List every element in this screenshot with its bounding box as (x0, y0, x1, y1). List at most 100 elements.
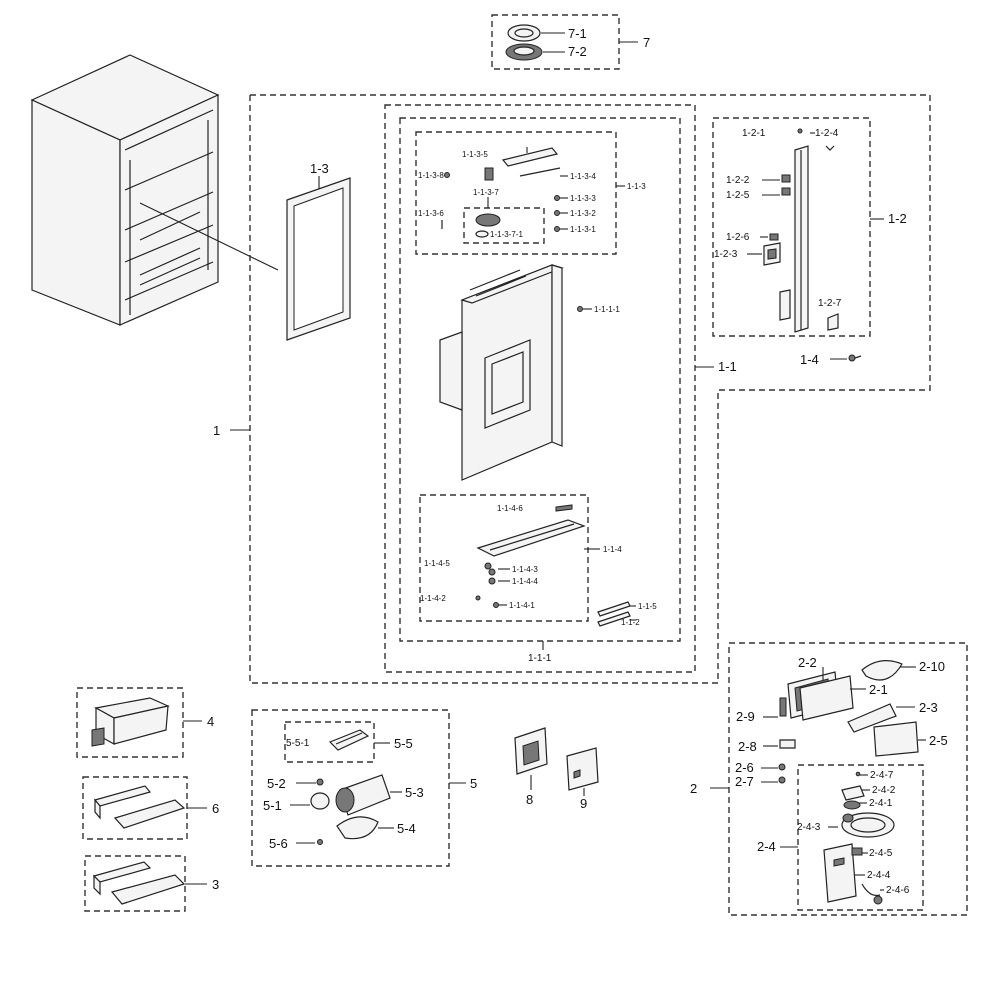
label-1-2-6: 1-2-6 (726, 232, 750, 243)
ice-maker-harness-2-4-6 (861, 883, 883, 905)
group-box-5-5 (284, 721, 375, 763)
label-1-3: 1-3 (310, 161, 329, 176)
auger-blade-5-4 (336, 816, 379, 840)
group-box-1-1-3-7 (463, 207, 545, 244)
label-1-1-4-5: 1-1-4-5 (424, 559, 450, 568)
label-2-4-7: 2-4-7 (870, 770, 894, 781)
label-1-1-3-5: 1-1-3-5 (462, 150, 488, 159)
label-1-2-1: 1-2-1 (742, 128, 766, 139)
label-1-1-4-4: 1-1-4-4 (512, 577, 538, 586)
label-1-1-3-4: 1-1-3-4 (570, 172, 596, 181)
label-3: 3 (212, 877, 219, 892)
label-7-2: 7-2 (568, 44, 587, 59)
part-8 (514, 727, 548, 775)
dispenser-lever-1-1-3-4 (484, 147, 561, 181)
label-7: 7 (643, 35, 650, 50)
ice-maker-tray-2-4-3 (841, 812, 895, 838)
label-6: 6 (212, 801, 219, 816)
label-1-1-2: 1-1-2 (621, 618, 640, 627)
label-2-2: 2-2 (798, 655, 817, 670)
label-9: 9 (580, 796, 587, 811)
dispenser-tray-1-1-4 (476, 519, 586, 557)
label-2-4-3: 2-4-3 (797, 822, 821, 833)
label-8: 8 (526, 792, 533, 807)
group-box-1-1-1 (399, 117, 681, 642)
ice-tray-base-7-2 (505, 43, 543, 61)
label-1-1-4-2: 1-1-4-2 (420, 594, 446, 603)
label-1-1: 1-1 (718, 359, 737, 374)
label-1-1-3-7: 1-1-3-7 (473, 188, 499, 197)
label-1-1-3-3: 1-1-3-3 (570, 194, 596, 203)
label-1: 1 (213, 423, 220, 438)
label-1-1-4-3: 1-1-4-3 (512, 565, 538, 574)
label-2-1: 2-1 (869, 682, 888, 697)
label-2-4-1: 2-4-1 (869, 798, 893, 809)
label-5-6: 5-6 (269, 836, 288, 851)
label-2-5: 2-5 (929, 733, 948, 748)
label-1-1-5: 1-1-5 (638, 602, 657, 611)
label-1-1-3-7-1: 1-1-3-7-1 (490, 230, 523, 239)
label-5-4: 5-4 (397, 821, 416, 836)
label-2-3: 2-3 (919, 700, 938, 715)
door-guard-3 (92, 861, 186, 905)
label-1-2: 1-2 (888, 211, 907, 226)
ice-maker-motor-2-4-1 (843, 800, 861, 810)
group-box-1-1-3 (415, 131, 617, 255)
label-2-9: 2-9 (736, 709, 755, 724)
label-2-10: 2-10 (919, 659, 945, 674)
label-2-4: 2-4 (757, 839, 776, 854)
label-5-3: 5-3 (405, 785, 424, 800)
label-1-2-5: 1-2-5 (726, 190, 750, 201)
group-box-2-4 (797, 764, 924, 911)
refrigerator-cabinet (30, 54, 279, 326)
label-1-1-4: 1-1-4 (603, 545, 622, 554)
group-box-3 (84, 855, 186, 912)
group-box-2 (728, 642, 968, 916)
label-2-8: 2-8 (738, 739, 757, 754)
group-box-1 (249, 94, 931, 684)
group-box-1-2 (712, 117, 871, 337)
label-7-1: 7-1 (568, 26, 587, 41)
label-5: 5 (470, 776, 477, 791)
label-2-4-5: 2-4-5 (869, 848, 893, 859)
label-2-4-6: 2-4-6 (886, 885, 910, 896)
label-1-1-3-8: 1-1-3-8 (418, 171, 444, 180)
group-box-5 (251, 709, 450, 867)
label-1-1-1: 1-1-1 (528, 653, 552, 664)
label-1-2-7: 1-2-7 (818, 298, 842, 309)
label-5-5-1: 5-5-1 (286, 738, 310, 749)
label-4: 4 (207, 714, 214, 729)
label-1-2-3: 1-2-3 (714, 249, 738, 260)
label-5-5: 5-5 (394, 736, 413, 751)
label-2-7: 2-7 (735, 774, 754, 789)
label-1-1-3-2: 1-1-3-2 (570, 209, 596, 218)
motor-mount-5-1 (310, 792, 330, 810)
ice-bucket-guide-2-10 (861, 660, 903, 681)
hinge-1-2-3 (763, 242, 781, 266)
label-1-2-4: 1-2-4 (815, 128, 839, 139)
label-1-1-3-6: 1-1-3-6 (418, 209, 444, 218)
label-2-4-2: 2-4-2 (872, 785, 896, 796)
ice-route-5-5-1 (328, 729, 370, 751)
door-gasket-1-3 (286, 177, 351, 341)
door-handle-bracket-1-2 (794, 145, 809, 333)
door-panel-1-1-1 (439, 264, 564, 481)
label-1-4: 1-4 (800, 352, 819, 367)
label-2-4-4: 2-4-4 (867, 870, 891, 881)
door-bin-4 (91, 697, 170, 747)
ice-tray-cover-7-1 (507, 24, 541, 42)
label-5-2: 5-2 (267, 776, 286, 791)
group-box-4 (76, 687, 184, 758)
auger-motor-5-3 (335, 774, 391, 816)
screw-1-4 (848, 354, 862, 362)
filter-cover-1-1-5 (597, 601, 631, 627)
label-5-1: 5-1 (263, 798, 282, 813)
door-shelf-6 (93, 785, 186, 829)
label-1-1-4-6: 1-1-4-6 (497, 504, 523, 513)
label-1-1-3: 1-1-3 (627, 182, 646, 191)
label-1-1-4-1: 1-1-4-1 (509, 601, 535, 610)
label-1-1-1-1: 1-1-1-1 (594, 305, 620, 314)
part-9 (566, 747, 599, 791)
dispenser-cap-1-1-3-7 (475, 213, 501, 238)
